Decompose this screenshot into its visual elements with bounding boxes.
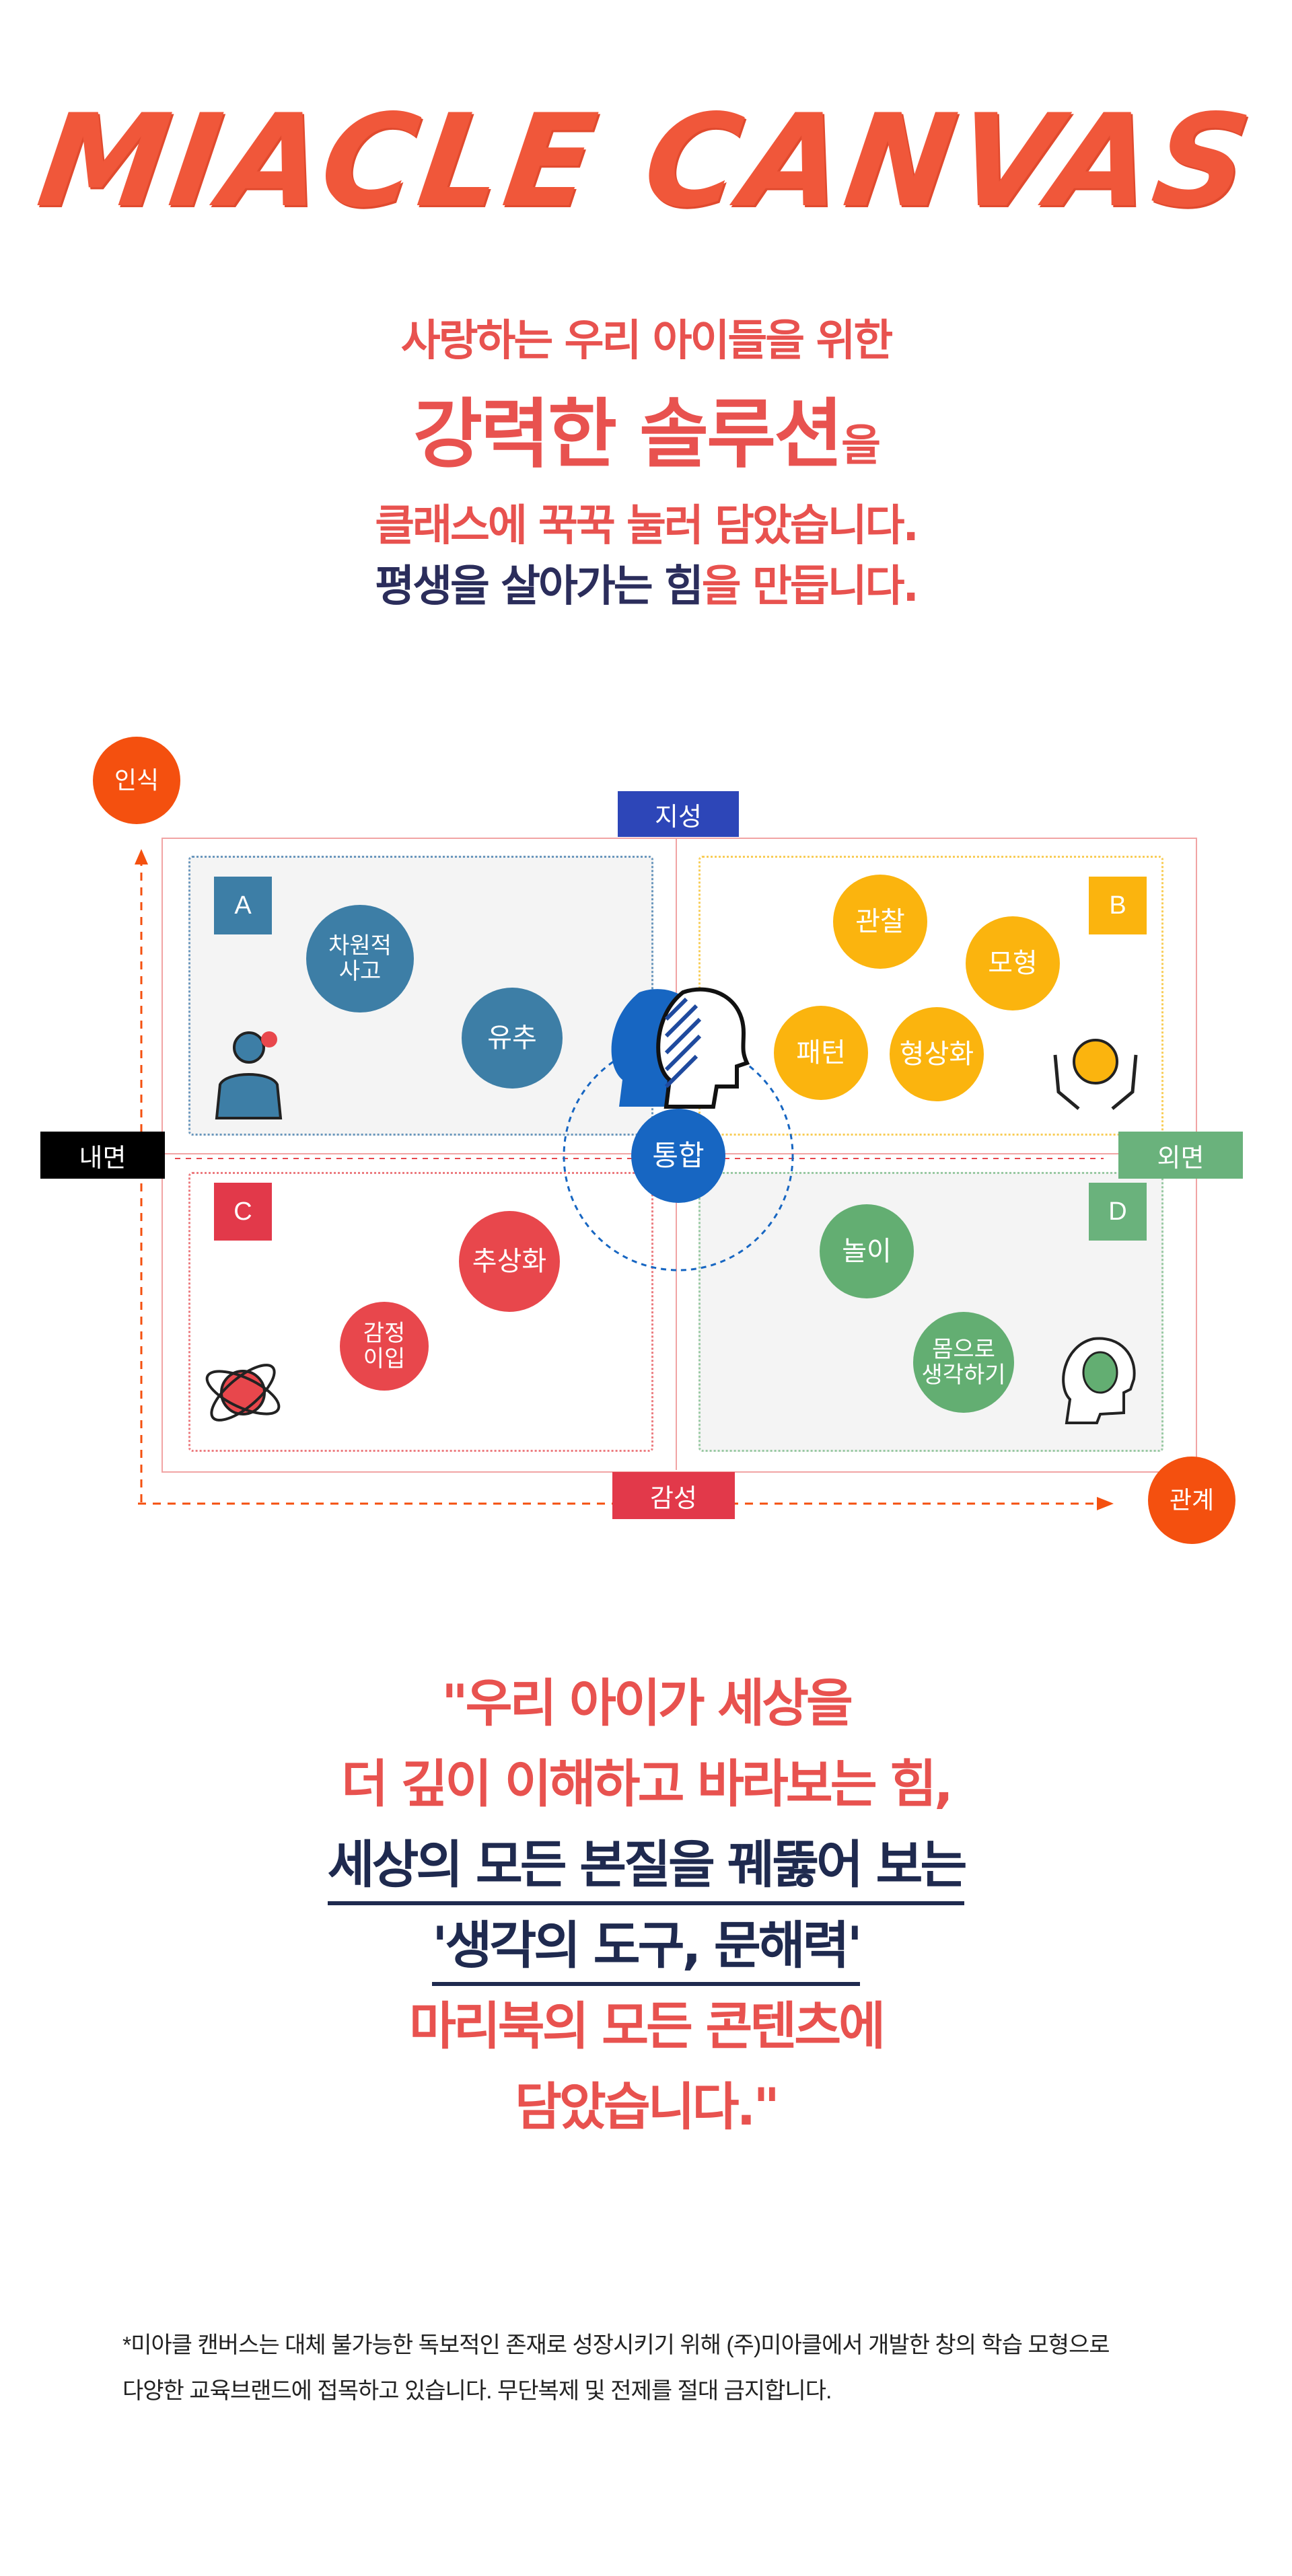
quote-line-6: 담았습니다." [514, 2077, 780, 2137]
quadrant-d-label: D [1089, 1183, 1147, 1241]
quadrant-a-label: A [214, 877, 272, 934]
concept-visualization: 형상화 [890, 1007, 984, 1101]
axis-intellect: 지성 [618, 791, 739, 837]
quadrant-c-label: C [214, 1183, 272, 1241]
puzzle-person-icon [215, 1031, 283, 1119]
quote-line-3-text: 세상의 모든 본질을 꿰뚫어 보는 [327, 1823, 967, 1905]
footnote-line-1: *미아클 캔버스는 대체 불가능한 독보적인 존재로 성장시키기 위해 (주)미… [122, 2332, 1110, 2358]
concept-body-thinking: 몸으로 생각하기 [913, 1312, 1014, 1413]
quote-line-1: "우리 아이가 세상을 [441, 1673, 853, 1733]
concept-play: 놀이 [820, 1204, 914, 1298]
quote-line-3: 세상의 모든 본질을 꿰뚫어 보는 [0, 1823, 1292, 1905]
quote-line-5: 마리북의 모든 콘텐츠에 [408, 1996, 886, 2056]
head-leaf-icon [1062, 1337, 1136, 1424]
tagline-line-4: 평생을 살아가는 힘을 만듭니다. [0, 552, 1292, 614]
atom-brain-icon [205, 1364, 281, 1422]
tagline-highlight: 강력한 솔루션 [412, 391, 843, 478]
concept-dimensional-thinking: 차원적 사고 [306, 905, 414, 1013]
concept-empathy: 감정 이입 [340, 1302, 429, 1391]
tagline-line-4b: 을 만듭니다. [701, 562, 919, 612]
corner-relationship: 관계 [1148, 1457, 1235, 1544]
axis-inner: 내면 [40, 1132, 165, 1179]
axis-outer: 외면 [1118, 1132, 1243, 1179]
quote-line-4-text: '생각의 도구, 문해력' [432, 1904, 863, 1986]
hands-brain-icon [1053, 1039, 1138, 1110]
tagline-line-2: 강력한 솔루션을 [0, 373, 1292, 482]
two-heads-icon [611, 987, 750, 1109]
concept-analogy: 유추 [462, 988, 563, 1089]
corner-awareness: 인식 [93, 737, 180, 824]
concept-abstraction: 추상화 [459, 1211, 560, 1312]
tagline-line-1: 사랑하는 우리 아이들을 위한 [400, 316, 893, 366]
quote-line-2: 더 깊이 이해하고 바라보는 힘, [341, 1754, 954, 1814]
axis-emotion: 감성 [612, 1472, 735, 1519]
concept-observation: 관찰 [833, 875, 927, 969]
tagline-suffix: 을 [841, 421, 881, 471]
concept-pattern: 패턴 [774, 1006, 868, 1100]
concept-integration: 통합 [631, 1109, 725, 1203]
concept-model: 모형 [966, 916, 1060, 1010]
quote-line-4: '생각의 도구, 문해력' [0, 1904, 1292, 1986]
tagline-line-4a: 평생을 살아가는 힘 [375, 562, 704, 612]
footnote-line-2: 다양한 교육브랜드에 접목하고 있습니다. 무단복제 및 전제를 절대 금지합니… [122, 2378, 832, 2404]
quadrant-b-label: B [1089, 877, 1147, 934]
tagline-line-3: 클래스에 꾹꾹 눌러 담았습니다. [375, 501, 919, 551]
